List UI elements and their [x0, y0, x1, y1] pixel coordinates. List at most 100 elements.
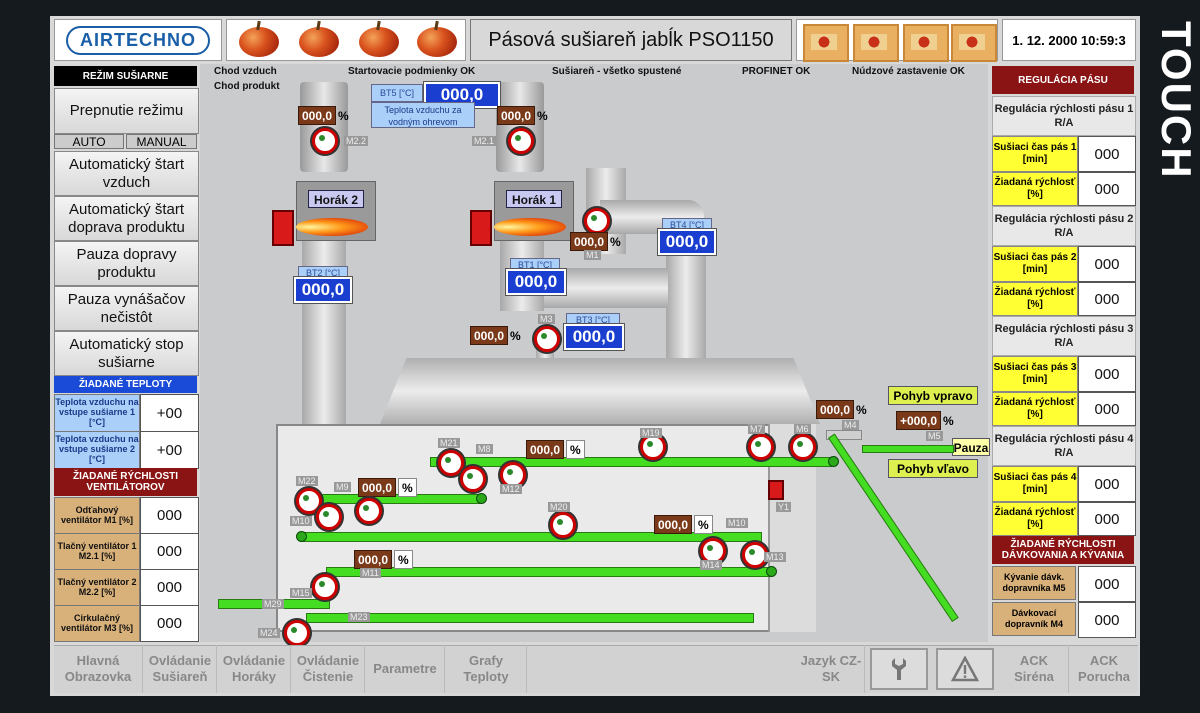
fan-m3-motor[interactable]: [534, 326, 560, 352]
move-right-button[interactable]: Pohyb vpravo: [888, 386, 978, 405]
fan-m22-input[interactable]: 000: [140, 569, 199, 606]
status-emergency: Núdzové zastavenie OK: [852, 66, 965, 77]
motor-m24[interactable]: [284, 620, 310, 646]
apples-banner: [226, 19, 466, 61]
motor-m10-label: M10: [290, 516, 312, 526]
motor-m15[interactable]: [312, 574, 338, 600]
pause-product-button[interactable]: Pauza dopravy produktu: [54, 241, 199, 286]
belt-4-speed-input[interactable]: 000: [1078, 502, 1136, 536]
m5-position: +000,0 %: [896, 411, 954, 430]
belt-1-end: [828, 456, 839, 467]
fan-m21-input[interactable]: 000: [140, 533, 199, 570]
motor-m22[interactable]: [296, 488, 322, 514]
temp-1-input[interactable]: +00: [140, 394, 199, 432]
belt-4-time-input[interactable]: 000: [1078, 466, 1136, 502]
belt-2-time-label: Sušiaci čas pás 2 [min]: [992, 246, 1078, 282]
pct-unit: %: [694, 515, 713, 534]
nav-temperature-graphs[interactable]: Grafy Teploty: [446, 645, 527, 693]
belt-3-reg-button[interactable]: Regulácia rýchlosti pásu 3 R/A: [992, 316, 1136, 356]
nav-dryer-control[interactable]: Ovládanie Sušiareň: [144, 645, 217, 693]
auto-stop-button[interactable]: Automatický stop sušiarne: [54, 331, 199, 376]
fan-m1-motor[interactable]: [584, 208, 610, 234]
bt2-value: 000,0: [293, 276, 353, 304]
wrench-icon[interactable]: [870, 648, 928, 690]
belt-1-speed-label: Žiadaná rýchlosť [%]: [992, 172, 1078, 206]
fan-m1-input[interactable]: 000: [140, 497, 199, 534]
belt-2-speed-input[interactable]: 000: [1078, 282, 1136, 316]
fan-m3-input[interactable]: 000: [140, 605, 199, 642]
nav-main-screen[interactable]: Hlavná Obrazovka: [54, 645, 143, 693]
belt-reg-title: REGULÁCIA PÁSU: [992, 66, 1134, 94]
nav-cleaning-control[interactable]: Ovládanie Čistenie: [292, 645, 365, 693]
motor-m9[interactable]: [316, 504, 342, 530]
belt-4-reg-button[interactable]: Regulácia rýchlosti pásu 4 R/A: [992, 426, 1136, 466]
bt3-value: 000,0: [563, 323, 625, 351]
ack-fault-button[interactable]: ACK Porucha: [1077, 653, 1130, 684]
fan-m22-label: Tlačný ventilátor 2 M2.2 [%]: [54, 569, 140, 606]
nav-language[interactable]: Jazyk CZ-SK: [798, 645, 865, 693]
temps-title: ŽIADANÉ TEPLOTY: [54, 376, 197, 393]
product-package-image: [803, 24, 849, 62]
motor-m15-label: M15: [290, 588, 312, 598]
motor-m9-label: M9: [334, 482, 351, 492]
belt-2-speed-label: Žiadaná rýchlosť [%]: [992, 282, 1078, 316]
motor-m12[interactable]: [500, 462, 526, 488]
motor-m23-label: M23: [348, 612, 370, 622]
dosing-m4-input[interactable]: 000: [1078, 602, 1136, 638]
motor-m14[interactable]: [700, 538, 726, 564]
burner-2-button[interactable]: [272, 210, 294, 246]
fan-m22-speed: 000,0 %: [298, 106, 349, 125]
fan-m21-label: M2.1: [472, 136, 497, 146]
valve-y1-label: Y1: [776, 502, 792, 512]
temp-2-input[interactable]: +00: [140, 431, 199, 469]
fans-title: ŽIADANÉ RÝCHLOSTI VENTILÁTOROV: [54, 468, 197, 496]
fan-m22-pct-value: 000,0: [298, 106, 337, 125]
dosing-m5-input[interactable]: 000: [1078, 566, 1136, 602]
belt-4-end: [766, 566, 777, 577]
burner-1-button[interactable]: [470, 210, 492, 246]
belt-1-speed-input[interactable]: 000: [1078, 172, 1136, 206]
nav-burner-control[interactable]: Ovládanie Horáky: [218, 645, 291, 693]
status-profinet: PROFINET OK: [742, 66, 811, 77]
fan-m22-label: M2.2: [344, 136, 369, 146]
belt-2-time-input[interactable]: 000: [1078, 246, 1136, 282]
belt-3-speed: 000,0 %: [654, 515, 713, 534]
fan-m22-motor[interactable]: [312, 128, 338, 154]
belt-3-end: [296, 531, 307, 542]
motor-m9b[interactable]: [356, 498, 382, 524]
m4-speed: 000,0 %: [816, 400, 867, 419]
move-left-button[interactable]: Pohyb vľavo: [888, 459, 978, 478]
motor-m6[interactable]: [790, 434, 816, 460]
nav-parameters[interactable]: Parametre: [366, 645, 445, 693]
warning-icon[interactable]: [936, 648, 994, 690]
auto-start-air-button[interactable]: Automatický štart vzduch: [54, 151, 199, 196]
pause-button[interactable]: Pauza: [952, 438, 990, 456]
belt-1-time-input[interactable]: 000: [1078, 136, 1136, 172]
dosing-m5-label: Kývanie dávk. dopravníka M5: [992, 566, 1076, 600]
motor-m21[interactable]: [438, 450, 464, 476]
valve-y1[interactable]: [768, 480, 784, 500]
motor-m13-label: M13: [764, 552, 786, 562]
pct-unit: %: [566, 440, 585, 459]
belt-1-pct-value: 000,0: [526, 440, 565, 459]
motor-m20[interactable]: [550, 512, 576, 538]
belt-2-reg-button[interactable]: Regulácia rýchlosti pásu 2 R/A: [992, 206, 1136, 246]
pct-unit: %: [537, 108, 548, 123]
belt-3-speed-input[interactable]: 000: [1078, 392, 1136, 426]
bt5-desc: Teplota vzduchu za vodným ohrevom: [371, 102, 475, 128]
apple-image: [417, 27, 457, 57]
product-package-image: [853, 24, 899, 62]
pause-dirt-button[interactable]: Pauza vynášačov nečistôt: [54, 286, 199, 331]
motor-m8[interactable]: [460, 466, 486, 492]
switch-mode-button[interactable]: Prepnutie režimu: [54, 88, 199, 134]
belt-1-reg-button[interactable]: Regulácia rýchlosti pásu 1 R/A: [992, 96, 1136, 136]
apple-image: [299, 27, 339, 57]
ack-siren-button[interactable]: ACK Siréna: [1000, 645, 1069, 693]
motor-m7[interactable]: [748, 434, 774, 460]
temp-2-label: Teplota vzduchu na vstupe sušiarne 2 [°C…: [54, 431, 140, 469]
pct-unit: %: [943, 413, 954, 428]
belt-3-time-input[interactable]: 000: [1078, 356, 1136, 392]
auto-start-product-button[interactable]: Automatický štart doprava produktu: [54, 196, 199, 241]
flame-2-icon: [296, 218, 368, 236]
fan-m21-motor[interactable]: [508, 128, 534, 154]
